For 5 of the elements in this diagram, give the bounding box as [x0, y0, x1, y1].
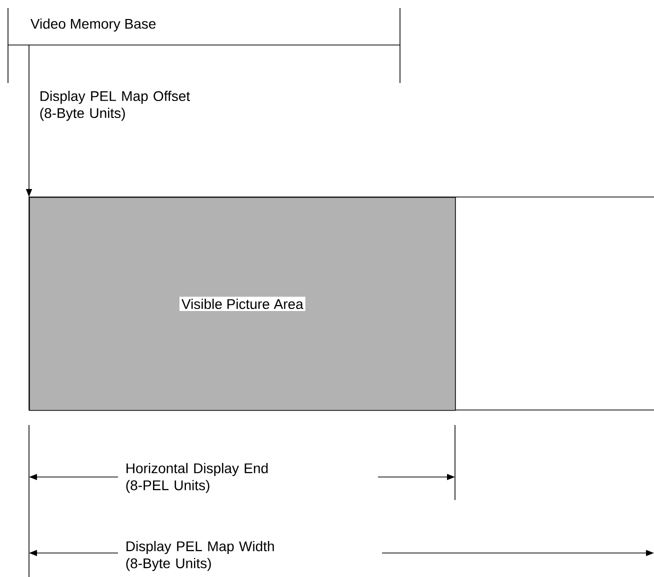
dimension-label: Horizontal Display End (8-PEL Units): [126, 462, 268, 494]
base-address-bar: Video Memory Base: [8, 8, 400, 84]
edge-label: Display PEL Map Offset (8-Byte Units): [40, 90, 190, 121]
dimension-label: Display PEL Map Width (8-Byte Units): [126, 540, 274, 572]
shaded-area: Visible Picture Area: [29, 197, 456, 411]
